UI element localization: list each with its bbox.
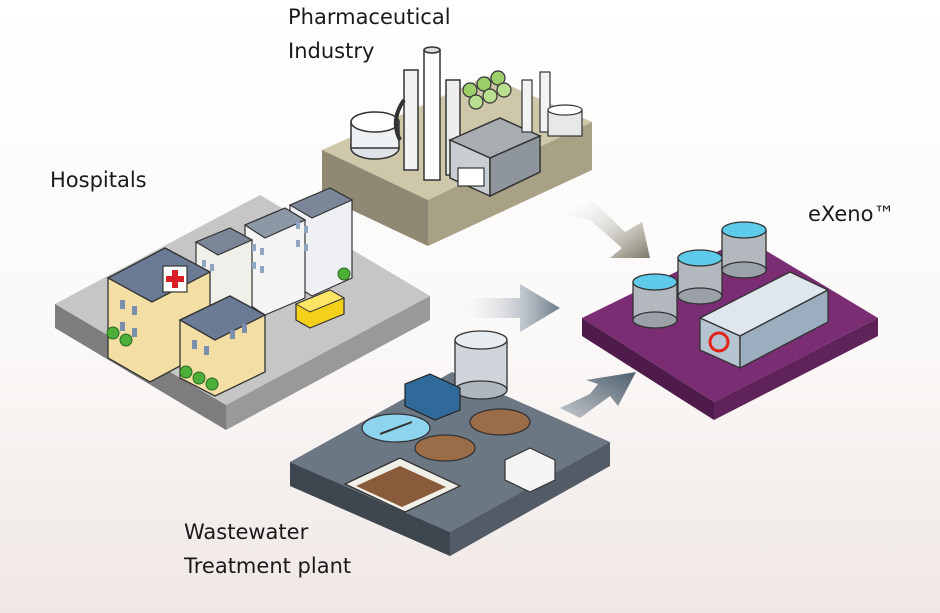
wastewater-label-line2: Treatment plant bbox=[184, 554, 352, 578]
hospitals-label: Hospitals bbox=[50, 168, 147, 192]
green-drums bbox=[462, 70, 512, 110]
wastewater-label: Wastewater Treatment plant bbox=[184, 515, 351, 583]
exeno-hall bbox=[698, 271, 830, 370]
arrow-hospitals-to-exeno bbox=[452, 284, 560, 332]
wastewater-label-line1: Wastewater bbox=[184, 520, 309, 544]
hospitals-platform bbox=[55, 187, 430, 430]
arrow-wastewater-to-exeno bbox=[560, 372, 636, 418]
pharma-label-line2: Industry bbox=[288, 39, 375, 63]
exeno-tanks bbox=[632, 221, 767, 329]
delivery-van bbox=[294, 289, 346, 329]
exeno-platform bbox=[582, 221, 878, 420]
arrow-pharma-to-exeno bbox=[560, 200, 650, 258]
exeno-label: eXeno™ bbox=[808, 202, 895, 226]
pharma-platform bbox=[322, 46, 592, 246]
hospital-building bbox=[106, 247, 267, 397]
trees bbox=[106, 267, 351, 391]
wastewater-platform bbox=[290, 330, 610, 556]
pharma-label: Pharmaceutical Industry bbox=[288, 0, 451, 68]
pharma-label-line1: Pharmaceutical bbox=[288, 5, 451, 29]
